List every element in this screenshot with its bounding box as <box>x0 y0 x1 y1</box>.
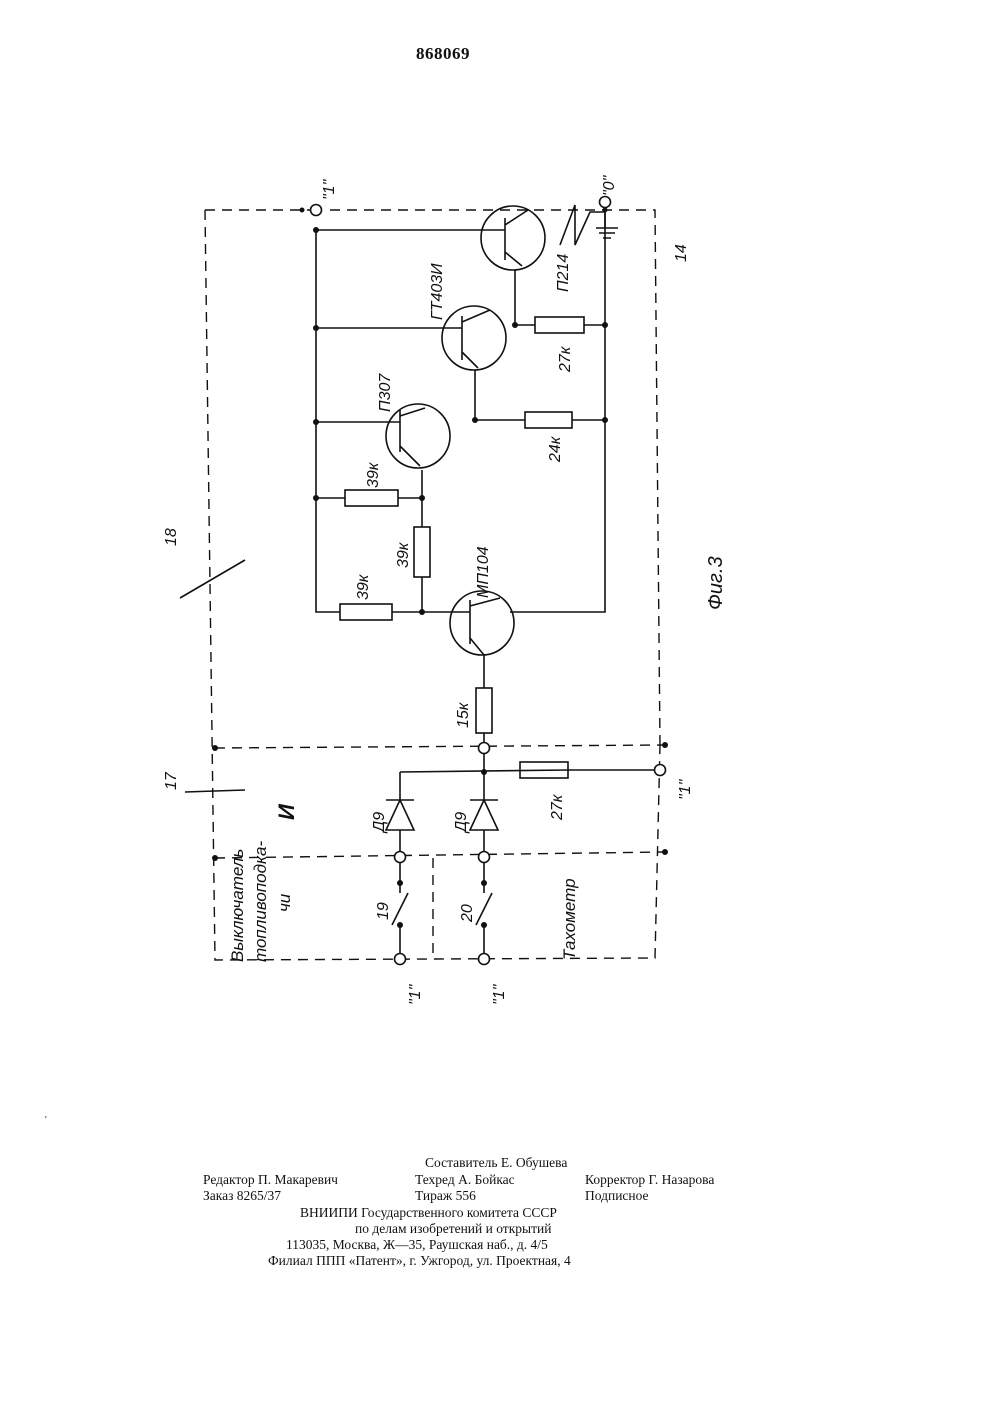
label-tachometer: Тахометр <box>560 878 579 960</box>
organization: ВНИИПИ Государственного комитета СССР <box>300 1205 557 1221</box>
label-t2: ГТ403И <box>429 263 446 320</box>
label-and-gate: И <box>274 803 299 820</box>
terminal-diode-b <box>479 852 490 863</box>
label-r-27k-bottom: 27к <box>549 793 566 821</box>
transistor-p214 <box>481 206 545 270</box>
address: 113035, Москва, Ж—35, Раушская наб., д. … <box>286 1237 548 1253</box>
label-terminal-one-top: "1" <box>321 178 338 200</box>
label-fuel-switch-1: Выключатель <box>228 849 247 962</box>
label-terminal-one-right: "1" <box>677 778 694 800</box>
switch-20 <box>476 883 492 925</box>
terminal-and-output <box>479 743 490 754</box>
editor: Редактор П. Макаревич <box>203 1172 338 1188</box>
terminal-one-switch19 <box>395 954 406 965</box>
label-r-39k-c: 39к <box>355 573 372 600</box>
terminal-one-right <box>655 765 666 776</box>
label-d1: Д9 <box>371 812 388 834</box>
label-block-18: 18 <box>163 528 180 546</box>
resistor-39k-b <box>414 527 430 577</box>
label-r-24k: 24к <box>547 435 564 463</box>
ground-symbol <box>596 212 618 238</box>
terminal-diode-a <box>395 852 406 863</box>
label-r-15k: 15к <box>455 701 472 728</box>
corrector: Корректор Г. Назарова <box>585 1172 714 1188</box>
label-r-27k-top: 27к <box>557 345 574 373</box>
label-r-39k-b: 39к <box>395 541 412 568</box>
order: Заказ 8265/37 <box>203 1188 281 1204</box>
organization-sub: по делам изобретений и открытий <box>355 1221 551 1237</box>
label-terminal-one-switch20: "1" <box>491 983 508 1005</box>
resistor-15k <box>476 688 492 733</box>
terminal-one-top <box>311 205 322 216</box>
diode-d9-b <box>470 800 498 830</box>
resistor-27k-top <box>535 317 584 333</box>
label-terminal-zero: "0" <box>601 174 618 196</box>
switch-19 <box>392 883 408 925</box>
label-t4: МП104 <box>475 546 492 598</box>
transistor-gt403i <box>442 306 506 370</box>
block-outline <box>205 210 665 960</box>
label-block-14: 14 <box>673 244 690 262</box>
label-switch-19: 19 <box>375 902 392 920</box>
label-r-39k-a: 39к <box>365 461 382 488</box>
subscription: Подписное <box>585 1188 649 1204</box>
label-t3: П307 <box>377 373 394 412</box>
label-terminal-one-switch19: "1" <box>407 983 424 1005</box>
terminal-zero <box>600 197 611 208</box>
resistor-39k-c <box>340 604 392 620</box>
terminal-one-switch20 <box>479 954 490 965</box>
branch: Филиал ППП «Патент», г. Ужгород, ул. Про… <box>268 1253 571 1269</box>
label-d2: Д9 <box>453 812 470 834</box>
label-fuel-switch-3: чи <box>275 893 294 912</box>
compiler: Составитель Е. Обушева <box>425 1155 567 1171</box>
transistor-mp104 <box>450 591 514 655</box>
resistor-24k <box>525 412 572 428</box>
label-block-17: 17 <box>163 771 180 790</box>
figure-caption: Фиг.3 <box>705 556 727 610</box>
diode-d9-a <box>386 800 414 830</box>
techred: Техред А. Бойкас <box>415 1172 515 1188</box>
resistor-39k-a <box>345 490 398 506</box>
label-switch-20: 20 <box>459 904 476 923</box>
transistor-p307 <box>385 404 450 468</box>
circulation: Тираж 556 <box>415 1188 476 1204</box>
label-fuel-switch-2: топливоподка- <box>251 841 270 962</box>
label-t1: П214 <box>555 254 572 292</box>
